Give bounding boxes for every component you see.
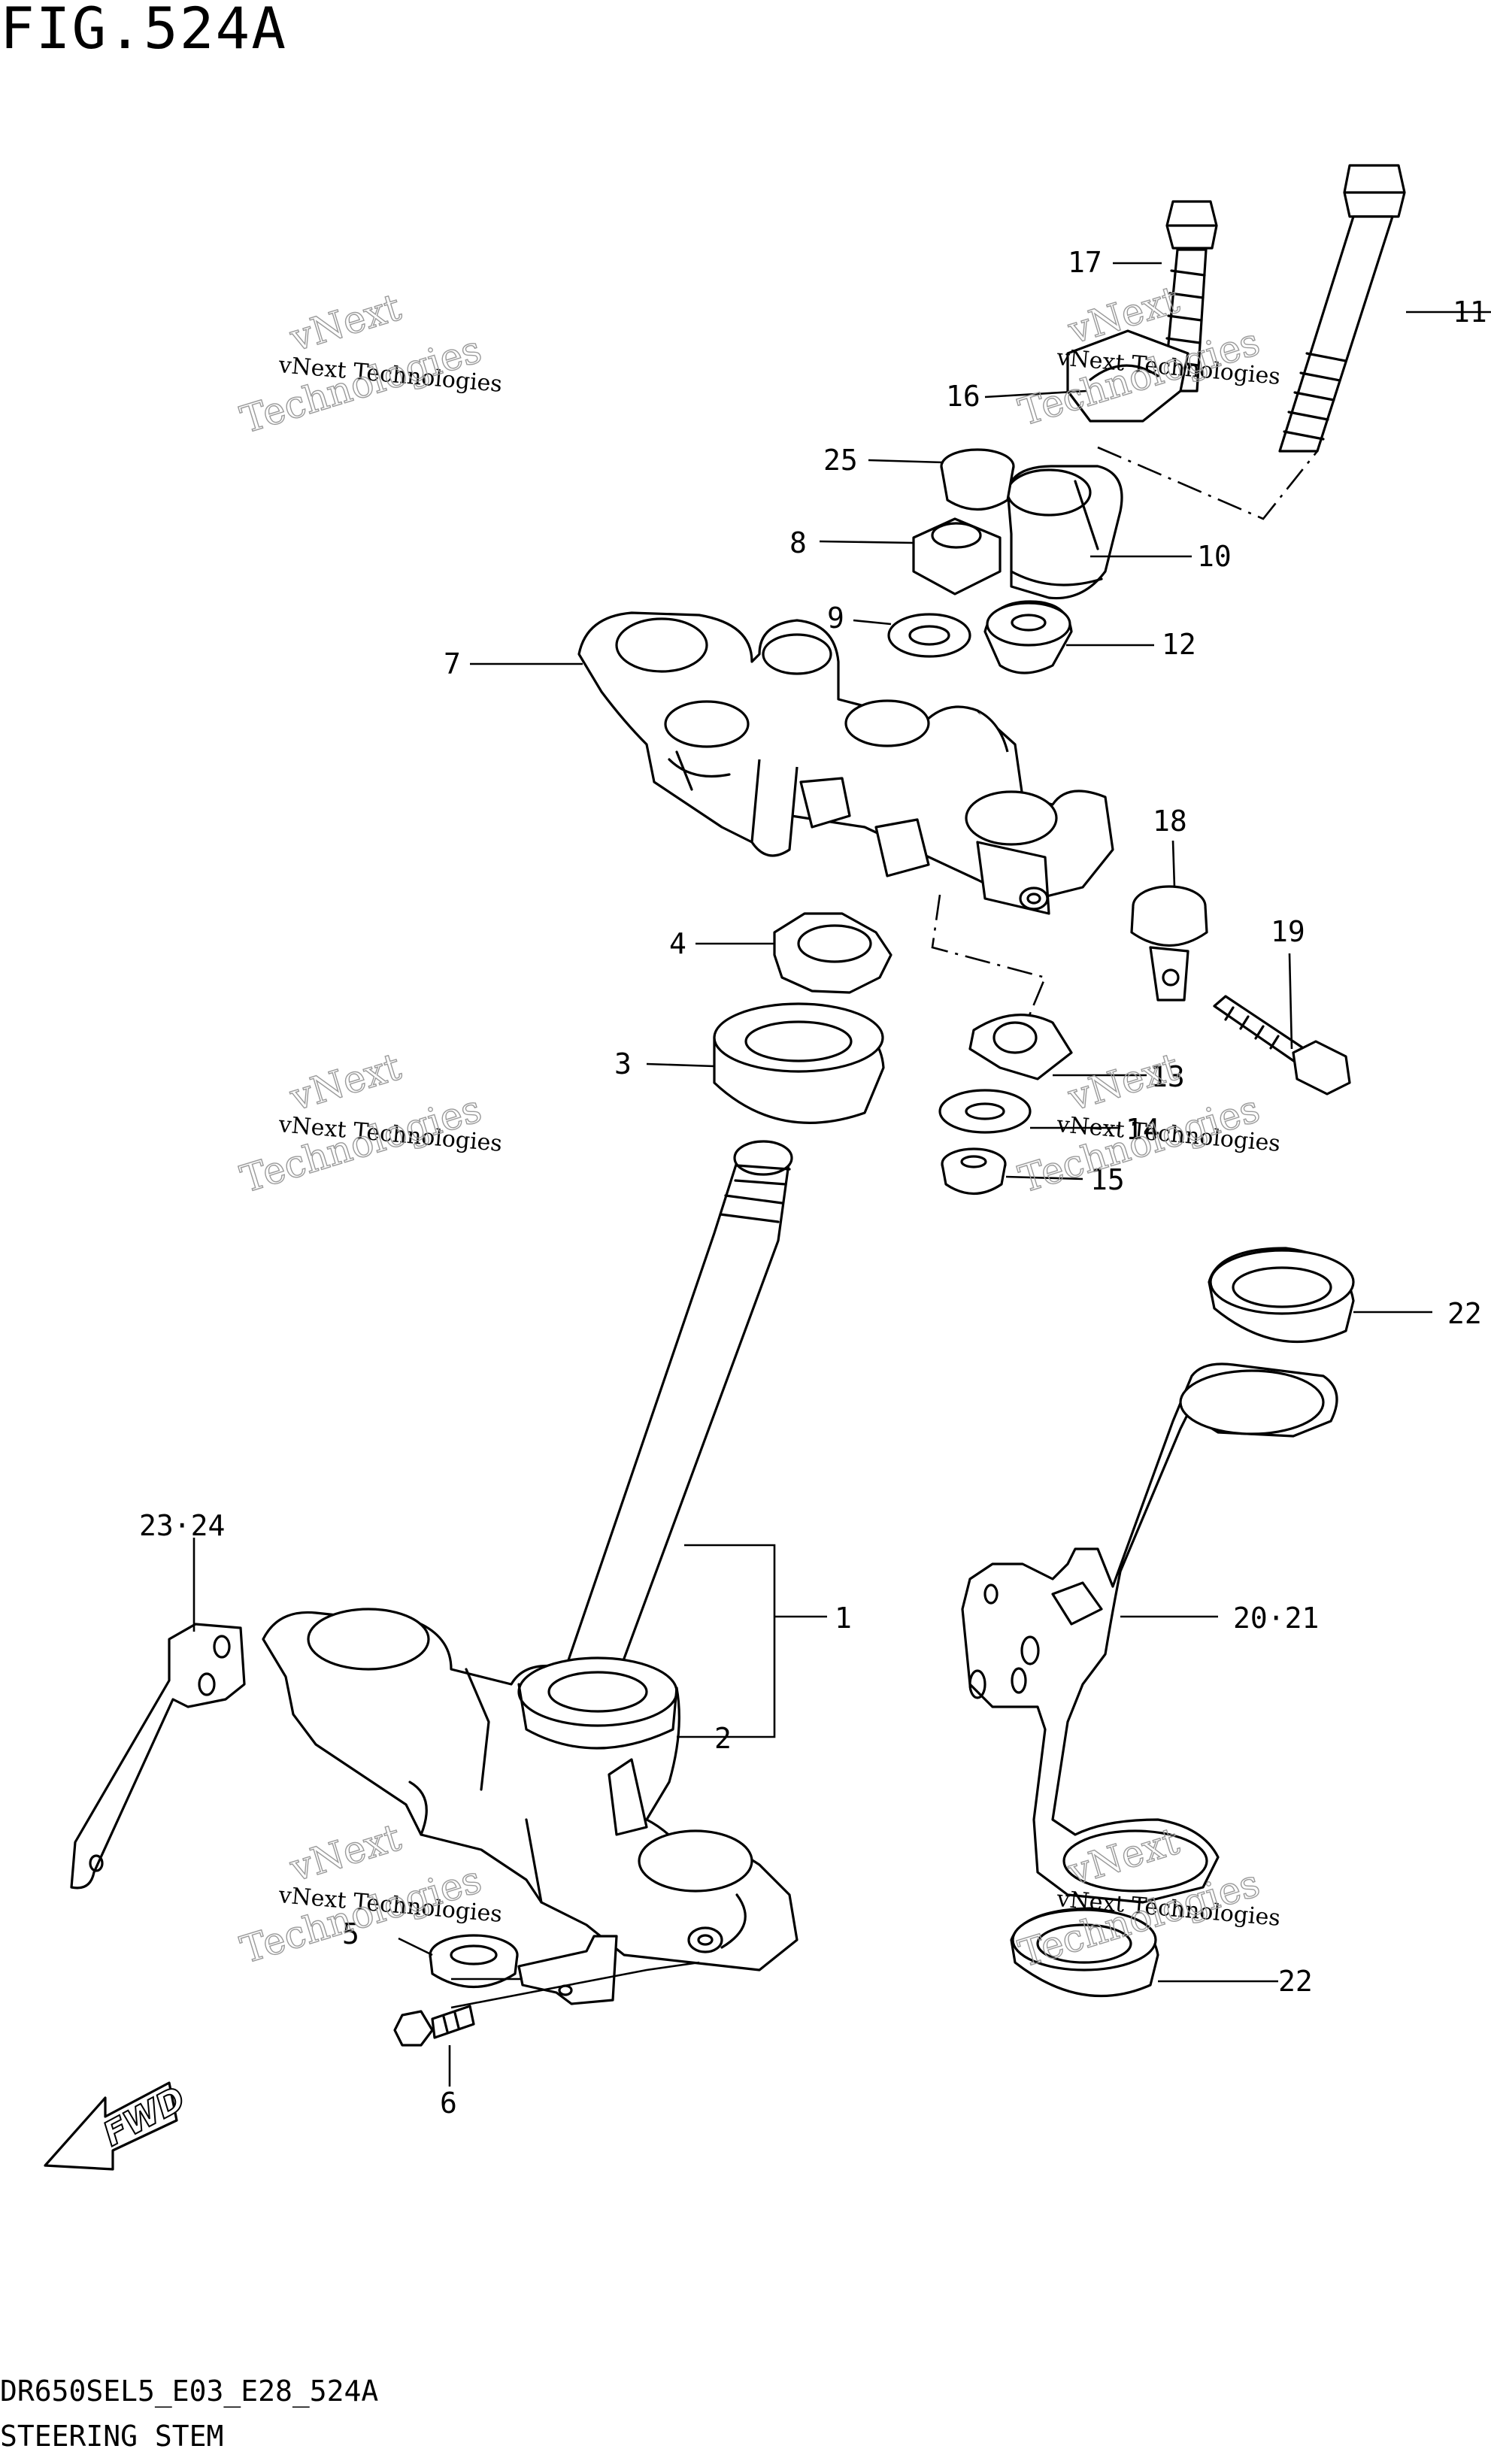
part-5-damper[interactable] [429, 1934, 618, 2005]
figure-name: STEERING STEM [0, 2420, 224, 2453]
centerline-7-13 [931, 894, 1047, 1023]
callout-labels: 1 2 3 4 5 6 7 8 9 10 11 12 13 14 15 16 1… [139, 246, 1487, 2120]
part-19-bolt[interactable] [1213, 995, 1351, 1096]
callout-6[interactable]: 6 [440, 2087, 457, 2120]
svg-text:vNext: vNext [284, 285, 405, 360]
part-20-21-headlight-bracket[interactable] [961, 1362, 1338, 1904]
part-8-nut[interactable] [912, 517, 1002, 596]
part-12-cushion[interactable] [983, 600, 1073, 674]
callout-15[interactable]: 15 [1090, 1163, 1125, 1196]
callout-8[interactable]: 8 [789, 526, 807, 559]
part-15-nut[interactable] [941, 1147, 1007, 1196]
part-13-plate[interactable] [968, 1014, 1073, 1080]
callout-16[interactable]: 16 [946, 380, 980, 413]
svg-text:vNext: vNext [1062, 1044, 1183, 1120]
callout-9[interactable]: 9 [827, 602, 844, 635]
callout-14[interactable]: 14 [1126, 1113, 1160, 1146]
part-22-lower-bearing[interactable] [1010, 1907, 1159, 1998]
callout-25[interactable]: 25 [823, 444, 858, 477]
part-9-washer[interactable] [887, 613, 971, 658]
figure-title: FIG.524A [0, 0, 288, 62]
part-3-dust-seal[interactable] [713, 1002, 885, 1124]
callout-23-24[interactable]: 23·24 [139, 1509, 225, 1542]
callout-22-upper[interactable]: 22 [1447, 1297, 1482, 1330]
part-7-upper-bracket[interactable] [577, 611, 1114, 915]
figure-code: DR650SEL5_E03_E28_524A [0, 2375, 379, 2408]
watermark-4: vNext Technologies vNext Technologies [1014, 1044, 1282, 1202]
callout-13[interactable]: 13 [1150, 1060, 1185, 1093]
callout-7[interactable]: 7 [444, 647, 461, 680]
centerline-10-11 [1097, 446, 1319, 520]
fwd-label: FWD [97, 2080, 192, 2154]
watermark-3: vNext Technologies vNext Technologies [235, 1044, 504, 1202]
callout-19[interactable]: 19 [1271, 915, 1305, 948]
part-11-long-bolt[interactable] [1278, 164, 1406, 453]
callout-20-21[interactable]: 20·21 [1233, 1602, 1319, 1635]
callout-4[interactable]: 4 [669, 927, 686, 960]
part-14-washer[interactable] [938, 1089, 1032, 1134]
fwd-arrow: FWD [44, 2079, 192, 2171]
leader-lines [192, 262, 1491, 2087]
callout-3[interactable]: 3 [614, 1047, 632, 1080]
callout-11[interactable]: 11 [1453, 295, 1487, 329]
callout-17[interactable]: 17 [1068, 246, 1102, 279]
part-25-plug[interactable] [940, 448, 1015, 511]
part-18-clamp[interactable] [1130, 885, 1208, 1002]
callout-10[interactable]: 10 [1197, 540, 1232, 573]
part-22-upper-bearing[interactable] [1208, 1247, 1355, 1344]
callout-2[interactable]: 2 [714, 1722, 732, 1755]
part-6-screw[interactable] [393, 2005, 475, 2047]
watermark-1: vNext Technologies vNext Technologies [235, 285, 504, 443]
part-16-clamp-cap[interactable] [1066, 329, 1189, 423]
callout-1[interactable]: 1 [835, 1602, 852, 1635]
part-1-steering-stem[interactable] [262, 1140, 799, 1972]
svg-text:vNext: vNext [284, 1815, 405, 1890]
callout-18[interactable]: 18 [1153, 805, 1187, 838]
part-10-handlebar-holder[interactable] [1006, 465, 1123, 600]
callout-5[interactable]: 5 [342, 1917, 359, 1950]
part-23-24-bracket[interactable] [70, 1623, 246, 1890]
svg-text:vNext: vNext [284, 1044, 405, 1120]
part-4-stem-nut[interactable] [773, 912, 892, 994]
callout-22-lower[interactable]: 22 [1278, 1965, 1313, 1998]
callout-12[interactable]: 12 [1162, 628, 1196, 661]
